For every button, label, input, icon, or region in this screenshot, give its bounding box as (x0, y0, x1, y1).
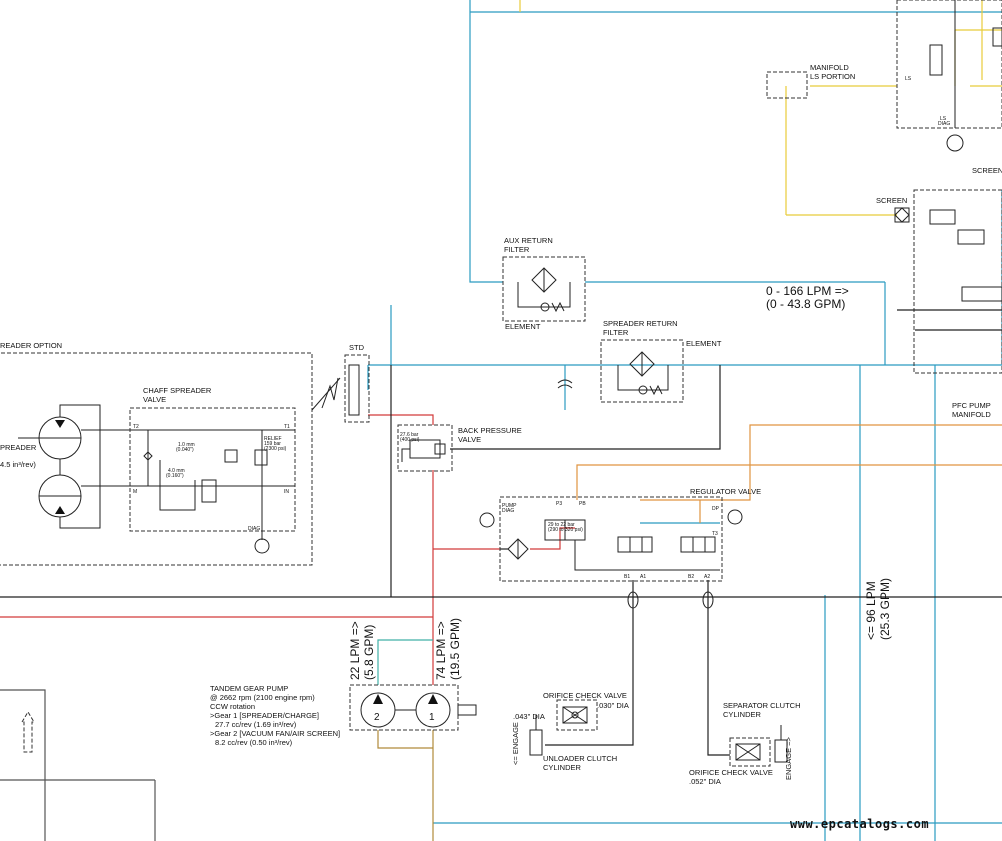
gray-lines (0, 639, 434, 841)
svg-text:27.6 bar(400 psi): 27.6 bar(400 psi) (400, 432, 420, 443)
orifice-043-label: .043" DIA (513, 712, 545, 721)
svg-text:A2: A2 (704, 574, 710, 580)
svg-text:4.0 mm(0.160"): 4.0 mm(0.160") (166, 468, 185, 479)
screen-filter-icon (894, 207, 910, 223)
spreader-motor-label: PREADER (0, 443, 37, 452)
accumulator-icon (557, 379, 573, 389)
svg-text:P3: P3 (556, 501, 562, 507)
watermark: www.epcatalogs.com (790, 817, 929, 831)
svg-text:A1: A1 (640, 574, 646, 580)
aux-element-label: ELEMENT (505, 322, 541, 331)
flow-166-label: 0 - 166 LPM =>(0 - 43.8 GPM) (766, 284, 849, 311)
pump-gear-1-label: 1 (429, 712, 435, 723)
svg-text:B2: B2 (688, 574, 694, 580)
diagnostic-port-icon-ls (727, 509, 743, 525)
red-pressure-lines (0, 414, 575, 685)
cylinder-icon-unloader (529, 729, 543, 756)
svg-text:T2: T2 (133, 424, 139, 430)
yellow-ls-lines (519, 0, 1002, 216)
screen-label: SCREEN (876, 196, 907, 205)
flow-74-label: 74 LPM =>(19.5 GPM) (434, 618, 462, 680)
spreader-displacement-label: 4.5 in³/rev) (0, 460, 36, 469)
svg-text:29 to 22 bar(290 to 320 psi): 29 to 22 bar(290 to 320 psi) (548, 522, 583, 533)
svg-text:T1: T1 (284, 424, 290, 430)
orifice-052-label: .052" DIA (689, 777, 721, 786)
svg-text:LS: LS (905, 76, 912, 82)
blue-return-lines (367, 0, 1002, 841)
check-valve-icon (540, 302, 550, 312)
tandem-gear-pump: TANDEM GEAR PUMP @ 2662 rpm (2100 engine… (210, 684, 477, 747)
svg-text:B1: B1 (624, 574, 630, 580)
regulator-valve-label: REGULATOR VALVE (690, 487, 761, 496)
svg-text:IN: IN (284, 489, 289, 495)
left-upward-arrow (21, 711, 35, 753)
svg-text:DP: DP (712, 506, 720, 512)
flow-22-label: 22 LPM =>(5.8 GPM) (348, 621, 376, 680)
svg-text:DIAG: DIAG (248, 526, 260, 532)
spreader-option-box: READER OPTION PREADER 4.5 in³/rev) (0, 341, 313, 566)
orifice-check-valve-label-2: ORIFICE CHECK VALVE (689, 768, 773, 777)
orifice-030-label: .030" DIA (597, 701, 629, 710)
std-block: STD (344, 343, 370, 423)
black-lines (0, 365, 1002, 756)
svg-text:1.0 mm(0.040"): 1.0 mm(0.040") (176, 442, 195, 453)
diagnostic-port-icon-chaff (254, 538, 270, 554)
spreader-option-label: READER OPTION (0, 341, 62, 350)
tandem-gear-pump-label: TANDEM GEAR PUMP @ 2662 rpm (2100 engine… (210, 684, 342, 747)
spreader-element-label: ELEMENT (686, 339, 722, 348)
svg-text:PB: PB (579, 501, 586, 507)
std-label: STD (349, 343, 365, 352)
unloader-clutch: ORIFICE CHECK VALVE .043" DIA .030" DIA … (511, 691, 629, 772)
engage-label-1: <= ENGAGE (511, 722, 520, 765)
orifice-icon (571, 711, 579, 719)
regulator-valve: REGULATOR VALVE 29 to 22 bar(290 to 320 … (479, 487, 761, 609)
svg-text:T3: T3 (712, 531, 718, 537)
engage-label-2: ENGAGE => (784, 736, 793, 780)
pump-gear-2-label: 2 (374, 712, 380, 723)
orange-pilot-lines (576, 424, 1002, 523)
screen-label-top: SCREEN (972, 166, 1002, 175)
svg-text:M: M (133, 489, 137, 495)
diagnostic-port-icon-pump (479, 512, 495, 528)
flow-96-label: <= 96 LPM(25.3 GPM) (864, 578, 892, 640)
orifice-check-valve-label-1: ORIFICE CHECK VALVE (543, 691, 627, 700)
